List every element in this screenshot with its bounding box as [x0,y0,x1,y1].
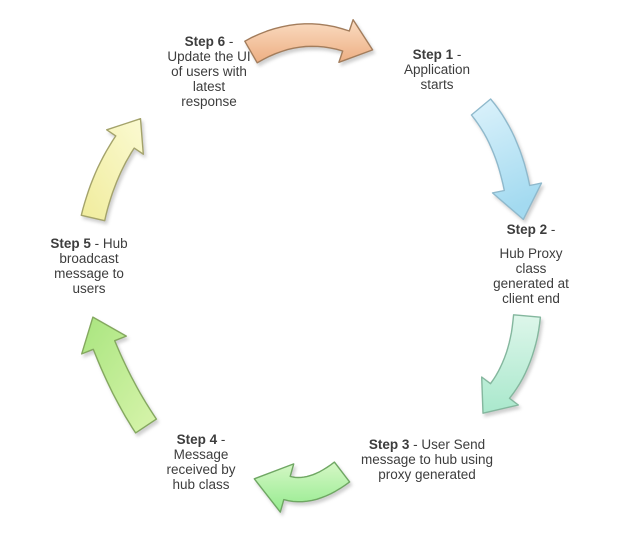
arrow-step2-to-step3 [481,314,542,414]
step-3-number: Step 3 [368,437,410,452]
step-1-number: Step 1 [412,47,454,62]
step-5-number: Step 5 [50,236,91,251]
step-4-label: Step 4 - Message received by hub class [166,432,236,492]
step-1-label: Step 1 - Application starts [403,47,471,92]
arrow-step5-to-step6 [80,118,144,222]
arrow-step1-to-step2 [470,98,543,221]
arrow-step3-to-step4 [253,461,351,513]
step-4-number: Step 4 [176,432,218,447]
step-2-number: Step 2 [506,222,548,237]
step-6-number: Step 6 [184,34,226,49]
step-3-label: Step 3 - User Send message to hub using … [360,437,494,482]
arrow-step4-to-step5 [81,316,158,434]
step-2-label: Step 2 - Hub Proxy class generated at cl… [493,222,569,306]
step-6-label: Step 6 - Update the UI of users with lat… [167,34,251,109]
step-5-label: Step 5 - Hub broadcast message to users [50,236,128,296]
arrow-step6-to-step1 [244,19,374,64]
